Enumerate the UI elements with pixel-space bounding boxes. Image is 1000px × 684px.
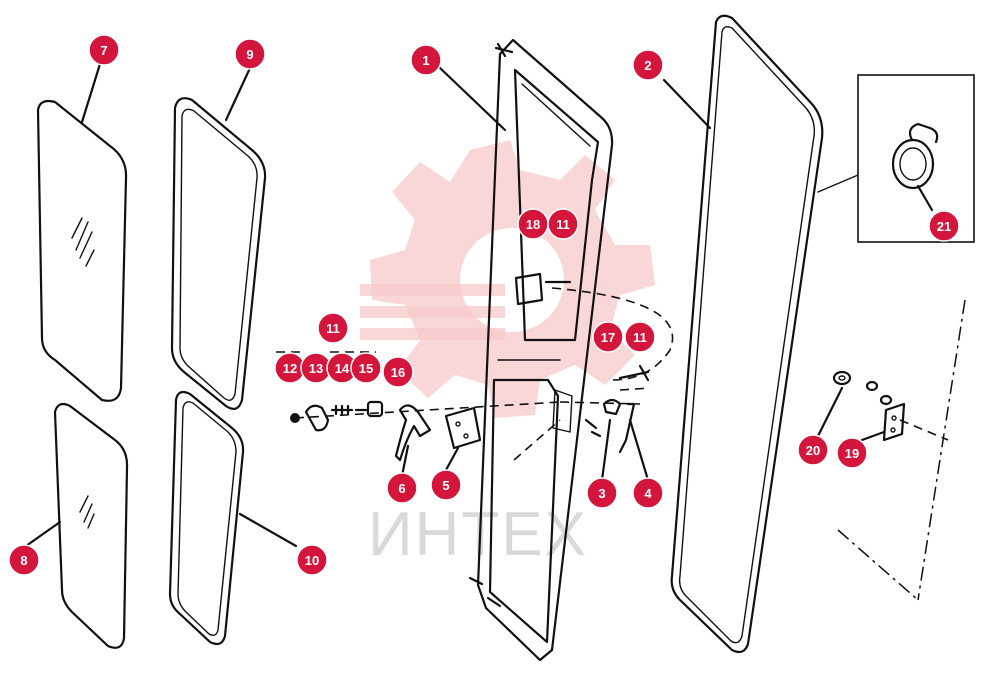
callout-11-lock: 11 [317,312,349,344]
callout-13: 13 [300,352,332,384]
callout-14: 14 [326,352,358,384]
outer-door-seal [670,14,824,654]
svg-text:9: 9 [246,47,253,62]
svg-text:17: 17 [601,330,615,345]
callout-15: 15 [350,352,382,384]
rubber-seal-lower [168,390,245,646]
callout-18: 18 [517,208,549,240]
callout-16: 16 [382,356,414,388]
svg-text:15: 15 [359,361,373,376]
callout-4: 4 [632,477,664,509]
svg-text:14: 14 [335,361,350,376]
rubber-seal-upper [170,97,267,410]
svg-text:20: 20 [806,443,820,458]
assembly-guide-lines [276,287,674,461]
callout-7: 7 [88,34,120,66]
callout-9: 9 [234,38,266,70]
watermark-stripes [360,284,505,340]
callout-2: 2 [632,49,664,81]
svg-text:21: 21 [937,219,951,234]
callout-8: 8 [8,544,40,576]
callout-11-right: 11 [624,321,656,353]
svg-text:12: 12 [283,361,297,376]
hinge-assembly [832,370,906,442]
svg-text:2: 2 [644,58,651,73]
svg-text:3: 3 [598,486,605,501]
svg-text:11: 11 [326,321,340,336]
svg-text:19: 19 [845,446,859,461]
svg-text:18: 18 [526,217,540,232]
svg-text:4: 4 [644,486,652,501]
svg-text:11: 11 [556,217,570,232]
callout-1: 1 [410,44,442,76]
callout-3: 3 [586,477,618,509]
svg-text:16: 16 [391,365,405,380]
svg-text:11: 11 [633,330,647,345]
callout-11-hinge: 11 [547,208,579,240]
door-frame [468,38,614,662]
svg-text:5: 5 [442,478,449,493]
svg-text:1: 1 [422,53,429,68]
callout-19: 19 [836,437,868,469]
leader-lines [24,62,934,548]
svg-text:13: 13 [309,361,323,376]
svg-text:10: 10 [305,553,319,568]
callout-10: 10 [296,544,328,576]
watermark-text: ИНТЕХ [368,500,588,569]
svg-text:6: 6 [398,481,405,496]
detail-inset-box [817,74,975,243]
callout-6: 6 [386,472,418,504]
callout-5: 5 [430,469,462,501]
callout-21: 21 [928,210,960,242]
callout-20: 20 [797,434,829,466]
callout-17: 17 [592,321,624,353]
glass-pane-upper [36,99,128,402]
side-panel-outline [837,299,966,601]
glass-pane-lower [53,402,129,649]
svg-text:8: 8 [20,553,27,568]
svg-text:7: 7 [100,43,107,58]
